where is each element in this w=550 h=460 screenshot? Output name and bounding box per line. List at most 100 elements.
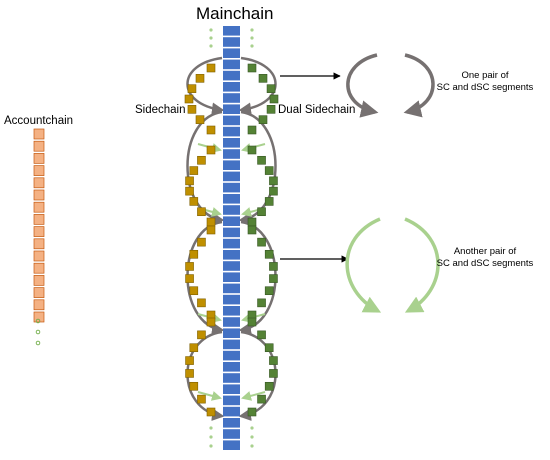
sidechain-block bbox=[206, 317, 216, 327]
mainchain-block bbox=[223, 418, 240, 428]
dual-sidechain-block bbox=[247, 317, 257, 327]
sidechain-block bbox=[206, 407, 216, 417]
dual-sidechain-block bbox=[247, 217, 257, 227]
mainchain-block bbox=[223, 350, 240, 361]
sidechain bbox=[184, 63, 216, 417]
mainchain-block bbox=[223, 182, 240, 193]
mainchain-block bbox=[223, 384, 240, 394]
account-block bbox=[33, 287, 45, 298]
sidechain-block bbox=[187, 84, 197, 93]
continuation-dot bbox=[35, 329, 41, 335]
mainchain-block bbox=[223, 306, 240, 316]
mainchain-label: Mainchain bbox=[196, 4, 274, 23]
account-block bbox=[33, 128, 45, 140]
continuation-dot bbox=[250, 426, 254, 430]
pair-1-sc-arrow bbox=[346, 53, 379, 118]
pair-2-caption: Another pair of SC and dSC segments bbox=[425, 246, 545, 270]
mainchain-block bbox=[223, 261, 240, 271]
dual-sidechain-block bbox=[264, 286, 274, 296]
account-block bbox=[33, 165, 45, 176]
account-block bbox=[33, 238, 45, 250]
pair-1-caption-line-2: SC and dSC segments bbox=[436, 82, 534, 93]
dual-sidechain-block bbox=[269, 274, 278, 283]
sidechain-block bbox=[185, 356, 194, 365]
sidechain-block bbox=[189, 381, 199, 391]
sidechain-block bbox=[195, 115, 205, 124]
dual-sidechain-block bbox=[257, 207, 266, 217]
pair-1-caption-line-1: One pair of bbox=[461, 70, 509, 81]
dual-sidechain-block bbox=[264, 249, 274, 259]
dual-sidechain-block bbox=[269, 176, 278, 186]
dual-sidechain-block bbox=[258, 74, 268, 83]
dual-sidechain-loop-arrow bbox=[238, 110, 277, 225]
dual-sidechain-block bbox=[258, 115, 268, 124]
mainchain-block bbox=[223, 26, 240, 36]
mainchain-block bbox=[223, 82, 240, 92]
account-block bbox=[33, 250, 45, 262]
mainchain-block bbox=[223, 126, 240, 137]
sidechain-block bbox=[185, 274, 194, 283]
dual-sidechain-loop-arrow bbox=[238, 56, 277, 115]
dual-sidechain-block bbox=[266, 84, 276, 93]
continuation-dot bbox=[250, 36, 254, 40]
sidechain-block bbox=[189, 249, 199, 259]
pair-1-dsc-arrow bbox=[403, 53, 435, 118]
sidechain-block bbox=[185, 176, 194, 186]
mainchain-block bbox=[223, 37, 240, 47]
accountchain bbox=[33, 128, 45, 323]
sidechain-block bbox=[206, 217, 216, 227]
continuation-dot bbox=[250, 435, 254, 439]
dual-sidechain-block bbox=[269, 94, 279, 104]
dual-sidechain-block bbox=[247, 145, 257, 155]
account-block bbox=[33, 177, 45, 189]
sidechain-loop-arrow bbox=[186, 56, 225, 115]
mainchain-block bbox=[223, 93, 240, 103]
sidechain-block bbox=[189, 286, 199, 296]
accountchain-label: Accountchain bbox=[4, 115, 74, 127]
dual-sidechain-block bbox=[269, 356, 278, 365]
mainchain-block bbox=[223, 429, 240, 439]
dual-sidechain-block bbox=[247, 225, 257, 235]
mainchain-block bbox=[223, 362, 240, 372]
mainchain-block bbox=[223, 205, 240, 215]
dual-sidechain-block bbox=[247, 63, 257, 73]
sidechain-label: Sidechain bbox=[135, 104, 186, 116]
mainchain-block bbox=[223, 160, 240, 170]
mainchain-block bbox=[223, 227, 240, 238]
mainchain-block bbox=[223, 115, 240, 126]
account-block bbox=[33, 201, 45, 213]
sidechain-link-arrow bbox=[197, 391, 222, 401]
sidechain-block bbox=[197, 394, 206, 404]
sidechain-block bbox=[189, 343, 199, 353]
sidechain-block bbox=[197, 237, 206, 247]
continuation-dot bbox=[35, 318, 41, 324]
dual-sidechain-block bbox=[257, 394, 266, 404]
dual-sidechain-block bbox=[264, 381, 274, 391]
dual-sidechain-block bbox=[269, 262, 278, 271]
sidechain-block bbox=[184, 94, 194, 104]
mainchain-block bbox=[223, 194, 240, 204]
dual-sidechain-block bbox=[264, 166, 274, 175]
sidechain-block bbox=[185, 369, 194, 378]
continuation-dot bbox=[209, 426, 213, 430]
sidechain-block bbox=[197, 207, 206, 217]
continuation-dot bbox=[35, 340, 41, 346]
mainchain-block bbox=[223, 238, 240, 249]
mainchain-block bbox=[223, 48, 240, 58]
sidechain-block bbox=[197, 155, 206, 165]
continuation-dot bbox=[209, 44, 213, 48]
mainchain-block bbox=[223, 440, 240, 450]
mainchain-block bbox=[223, 104, 240, 114]
mainchain-block bbox=[223, 406, 240, 417]
continuation-dot bbox=[209, 28, 213, 32]
mainchain-block bbox=[223, 317, 240, 327]
pair-2-caption-line-1: Another pair of bbox=[453, 246, 517, 257]
pair-2-sc-arrow bbox=[345, 217, 382, 313]
account-block bbox=[33, 262, 45, 274]
continuation-dot bbox=[250, 44, 254, 48]
mainchain-block bbox=[223, 283, 240, 294]
continuation-dots bbox=[35, 28, 254, 448]
mainchain-block bbox=[223, 171, 240, 182]
sidechain-block bbox=[197, 298, 206, 308]
